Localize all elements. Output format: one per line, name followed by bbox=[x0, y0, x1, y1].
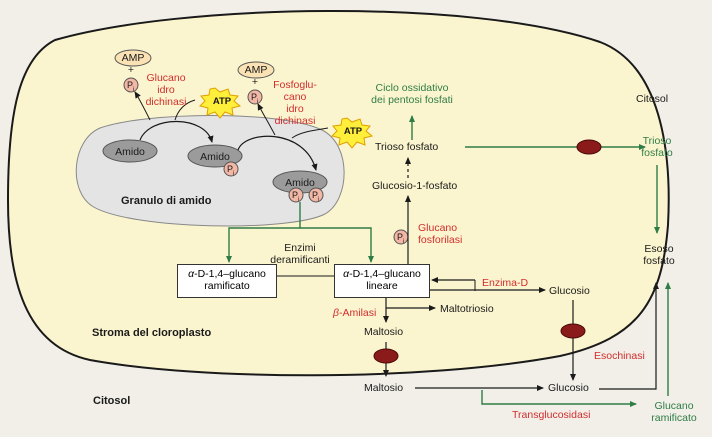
amp-label-2: AMP bbox=[244, 64, 268, 76]
pi-label-2: Pi bbox=[251, 92, 259, 105]
gwd-reaction-arc bbox=[139, 120, 214, 143]
hexokinase-label: Esochinasi bbox=[594, 350, 645, 362]
pwd-amp-out-arc bbox=[257, 103, 276, 136]
maltose-stroma-label: Maltosio bbox=[364, 326, 404, 338]
phosphoglucan-water-dikinase-label: Fosfoglu- cano idro dichinasi bbox=[273, 79, 317, 127]
maltose-transporter bbox=[373, 348, 399, 364]
pi-circle-starch-2 bbox=[223, 161, 239, 177]
hexose-phosphate-label: Esoso fosfato bbox=[643, 243, 675, 267]
pi-circle-starch-3b bbox=[308, 187, 324, 203]
starch-molecule-2 bbox=[187, 144, 243, 168]
linear-glucan-box: α-D-1,4–glucano lineare bbox=[334, 264, 430, 298]
amido-label-1: Amido bbox=[115, 146, 145, 158]
cytosol-bottom-label: Citosol bbox=[93, 395, 131, 407]
atp-burst-1 bbox=[199, 87, 242, 119]
transglucosidase-arrow bbox=[481, 390, 637, 407]
pi-circle-starch-3a bbox=[288, 187, 304, 203]
granule-label: Granulo di amido bbox=[121, 195, 212, 207]
gwd-amp-out-arc bbox=[134, 91, 151, 121]
triose-phosphate-transporter bbox=[576, 139, 602, 155]
granule-to-debranching-arrow bbox=[226, 202, 301, 263]
pi-label-1: Pi bbox=[127, 80, 135, 93]
pwd-reaction-arc bbox=[237, 135, 318, 171]
pi-label-4: Pi bbox=[292, 190, 300, 203]
branched-glucan-box: α-D-1,4–glucano ramificato bbox=[177, 264, 277, 298]
cytosol-right-label: Citosol bbox=[636, 93, 669, 105]
amido-label-2: Amido bbox=[200, 151, 230, 163]
glucose-stroma-label: Glucosio bbox=[549, 285, 590, 297]
oxidative-ppp-label: Ciclo ossidativo dei pentosi fosfati bbox=[371, 82, 453, 106]
amp-oval-1 bbox=[114, 49, 152, 67]
triose-phosphate-label: Trioso fosfato bbox=[375, 141, 439, 153]
maltose-cytosol-label: Maltosio bbox=[364, 382, 404, 394]
starch-molecule-1 bbox=[102, 139, 158, 163]
transglucosidase-label: Transglucosidasi bbox=[512, 409, 591, 421]
atp-label-2: ATP bbox=[343, 126, 363, 137]
branched-glucan-cytosol-label: Glucano ramificato bbox=[651, 400, 697, 424]
amp-label-1: AMP bbox=[121, 52, 145, 64]
pi-label-5: Pi bbox=[312, 190, 320, 203]
maltotriose-label: Maltotriosio bbox=[440, 303, 494, 315]
pi-circle-amp-2 bbox=[247, 89, 263, 105]
pwd-atp-in-arc bbox=[291, 127, 329, 139]
pi-circle-amp-1 bbox=[123, 77, 139, 93]
plus-label-2: + bbox=[251, 76, 259, 88]
pi-label-6: Pi bbox=[397, 232, 405, 245]
beta-amylase-label: β-Amilasi bbox=[333, 307, 377, 319]
pi-label-3: Pi bbox=[227, 164, 235, 177]
glucose-transporter bbox=[560, 323, 586, 339]
triose-phosphate-cytosol-label: Trioso fosfato bbox=[641, 135, 673, 159]
atp-burst-2 bbox=[331, 117, 374, 149]
debranching-to-linear-arrow bbox=[300, 227, 374, 263]
plus-label-1: + bbox=[127, 64, 135, 76]
glucan-phosphorylase-label: Glucano fosforilasi bbox=[418, 222, 463, 246]
d-enzyme-label: Enzima-D bbox=[482, 277, 529, 289]
stroma-label: Stroma del cloroplasto bbox=[92, 327, 212, 339]
glucan-water-dikinase-label: Glucano idro dichinasi bbox=[145, 72, 187, 108]
atp-label-1: ATP bbox=[212, 96, 232, 107]
hexokinase-arrow bbox=[599, 282, 659, 390]
amido-label-3: Amido bbox=[285, 177, 315, 189]
glucose-cytosol-label: Glucosio bbox=[548, 382, 589, 394]
glucose-1-phosphate-label: Glucosio-1-fosfato bbox=[372, 180, 458, 192]
debranching-enzymes-label: Enzimi deramificanti bbox=[270, 242, 330, 266]
gwd-atp-in-arc bbox=[174, 99, 196, 121]
amp-oval-2 bbox=[237, 61, 275, 79]
